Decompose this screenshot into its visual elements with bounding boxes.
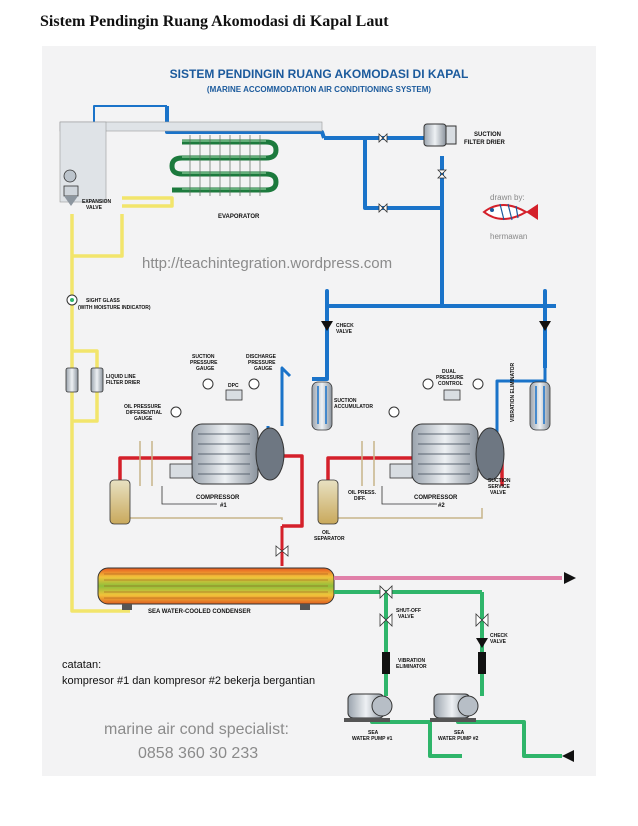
sea-water-pump-1 [344,693,393,722]
specialist-label: marine air cond specialist: [104,721,289,738]
compressor-1 [169,423,285,485]
suction-filter-drier [423,123,457,147]
check-valve-icon [476,638,488,648]
label-suction-filter-drier-2: FILTER DRIER [464,140,506,146]
label-dual-pressure-control-2: PRESSURE [436,375,464,381]
notes-title: catatan: [62,659,101,671]
credit-author: hermawan [490,232,527,241]
label-oil-pressure-gauge-3: GAUGE [134,416,153,422]
fish-logo-icon [482,203,538,221]
label-pump-2-b: WATER PUMP #2 [438,736,479,742]
diagram-subheading: (MARINE ACCOMMODATION AIR CONDITIONING S… [207,85,431,94]
diagram-sheet: SISTEM PENDINGIN RUANG AKOMODASI DI KAPA… [42,46,596,776]
ac-system-diagram: SISTEM PENDINGIN RUANG AKOMODASI DI KAPA… [59,67,576,762]
label-check-valve-top-2: VALVE [336,329,353,335]
label-vibration-eliminator-vertical: VIBRATION ELIMINATOR [510,362,516,422]
label-expansion-valve-1: EXPANSION [82,199,111,205]
label-compressor-1-a: COMPRESSOR [196,495,240,501]
label-oil-press-diff-1: OIL PRESS. [348,490,377,496]
label-oil-press-diff-2: DIFF. [354,496,367,502]
label-compressor-1-b: #1 [220,503,227,509]
label-discharge-pressure-gauge-1: DISCHARGE [246,354,277,360]
label-compressor-2-b: #2 [438,503,445,509]
label-sight-glass-1: SIGHT GLASS [86,298,121,304]
label-expansion-valve-2: VALVE [86,205,103,211]
label-vibration-eliminator-2: ELIMINATOR [396,664,427,670]
sight-glass [66,294,78,306]
label-condenser: SEA WATER-COOLED CONDENSER [148,609,251,615]
control-box-icon [225,389,461,401]
label-discharge-pressure-gauge-3: GAUGE [254,366,273,372]
website-url: http://teachintegration.wordpress.com [142,255,392,272]
label-shut-off-valve-1: SHUT-OFF [396,608,421,614]
label-dual-pressure-control-1: DUAL [442,369,456,375]
sea-water-pump-2 [430,693,479,722]
label-liquid-line-filter-drier-2: FILTER DRIER [106,380,140,386]
label-suction-accumulator-2: ACCUMULATOR [334,404,373,410]
label-discharge-pressure-gauge-2: PRESSURE [248,360,276,366]
liquid-line [70,196,174,613]
label-suction-pressure-gauge-2: PRESSURE [190,360,218,366]
evaporator [59,121,323,203]
label-oil-pressure-gauge-2: DIFFERENTIAL [126,410,162,416]
label-check-valve-bottom-2: VALVE [490,639,507,645]
label-suction-pressure-gauge-3: GAUGE [196,366,215,372]
specialist-phone: 0858 360 30 233 [138,745,258,762]
label-suction-accumulator-1: SUCTION [334,398,357,404]
label-suction-filter-drier-1: SUCTION [474,132,501,138]
suction-accumulator [311,381,551,431]
credit-drawn-by: drawn by: [490,193,525,202]
label-dual-pressure-control-3: CONTROL [438,381,463,387]
liquid-line-filter-drier [65,367,104,393]
label-oil-pressure-gauge-1: OIL PRESSURE [124,404,162,410]
pressure-gauge-icon [170,378,484,418]
label-liquid-line-filter-drier-1: LIQUID LINE [106,374,136,380]
label-pump-2-a: SEA [454,730,465,736]
document-title: Sistem Pendingin Ruang Akomodasi di Kapa… [40,13,389,30]
oil-separator [109,479,339,525]
label-compressor-2-a: COMPRESSOR [414,495,458,501]
label-evaporator: EVAPORATOR [218,214,260,220]
label-sight-glass-2: (WITH MOISTURE INDICATOR) [78,305,151,311]
vibration-eliminator [382,652,486,674]
label-pump-1-a: SEA [368,730,379,736]
label-suction-service-valve-1: SUCTION [488,478,511,484]
compressor-2 [389,423,505,485]
label-dpc: DPC [228,383,239,389]
sea-water-cooled-condenser [97,567,335,610]
label-pump-1-b: WATER PUMP #1 [352,736,393,742]
valve-icon [275,545,289,557]
valve-icon [378,133,447,213]
inlet-arrow-icon [562,750,574,762]
expansion-valve [63,169,79,206]
notes-body: kompresor #1 dan kompresor #2 bekerja be… [62,675,315,687]
label-oil-separator-1: OIL [322,530,330,536]
check-valve-icon [321,321,551,331]
diagram-heading: SISTEM PENDINGIN RUANG AKOMODASI DI KAPA… [170,67,469,81]
label-suction-service-valve-2: SERVICE [488,484,511,490]
label-check-valve-top-1: CHECK [336,323,354,329]
label-suction-pressure-gauge-1: SUCTION [192,354,215,360]
label-vibration-eliminator-1: VIBRATION [398,658,426,664]
label-shut-off-valve-2: VALVE [398,614,415,620]
label-suction-service-valve-3: VALVE [490,490,507,496]
outlet-arrow-icon [564,572,576,584]
label-oil-separator-2: SEPARATOR [314,536,345,542]
valve-icon [379,585,489,627]
label-check-valve-bottom-1: CHECK [490,633,508,639]
